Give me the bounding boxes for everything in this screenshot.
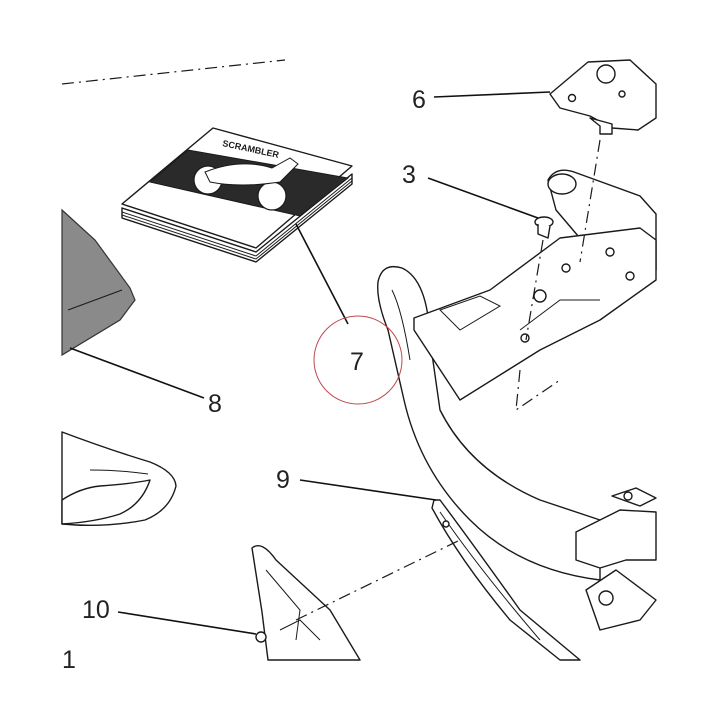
- axis-line-top: [61, 59, 286, 85]
- part-side-strip: [431, 499, 581, 661]
- callout-1: 1: [62, 646, 76, 674]
- callout-7: 7: [350, 348, 364, 376]
- callout-6: 6: [412, 86, 426, 114]
- callout-8: 8: [208, 390, 222, 418]
- part-seat: [61, 208, 136, 357]
- callout-9: 9: [276, 466, 290, 494]
- callout-10: 10: [82, 596, 110, 624]
- part-seat-latch: [549, 59, 657, 263]
- leader-3: [427, 177, 539, 219]
- leader-10: [117, 611, 257, 635]
- leader-8: [69, 347, 205, 399]
- callout-3: 3: [402, 161, 416, 189]
- highlight-circle: [313, 315, 403, 405]
- part-screw: [525, 216, 554, 341]
- part-owners-manual: SCRAMBLER: [121, 127, 353, 263]
- part-side-panel: [251, 539, 461, 661]
- leader-9: [299, 479, 437, 501]
- part-rear-frame: [377, 169, 657, 631]
- leader-6: [433, 91, 551, 98]
- part-tail-cover: [61, 431, 177, 527]
- leader-7: [295, 223, 349, 325]
